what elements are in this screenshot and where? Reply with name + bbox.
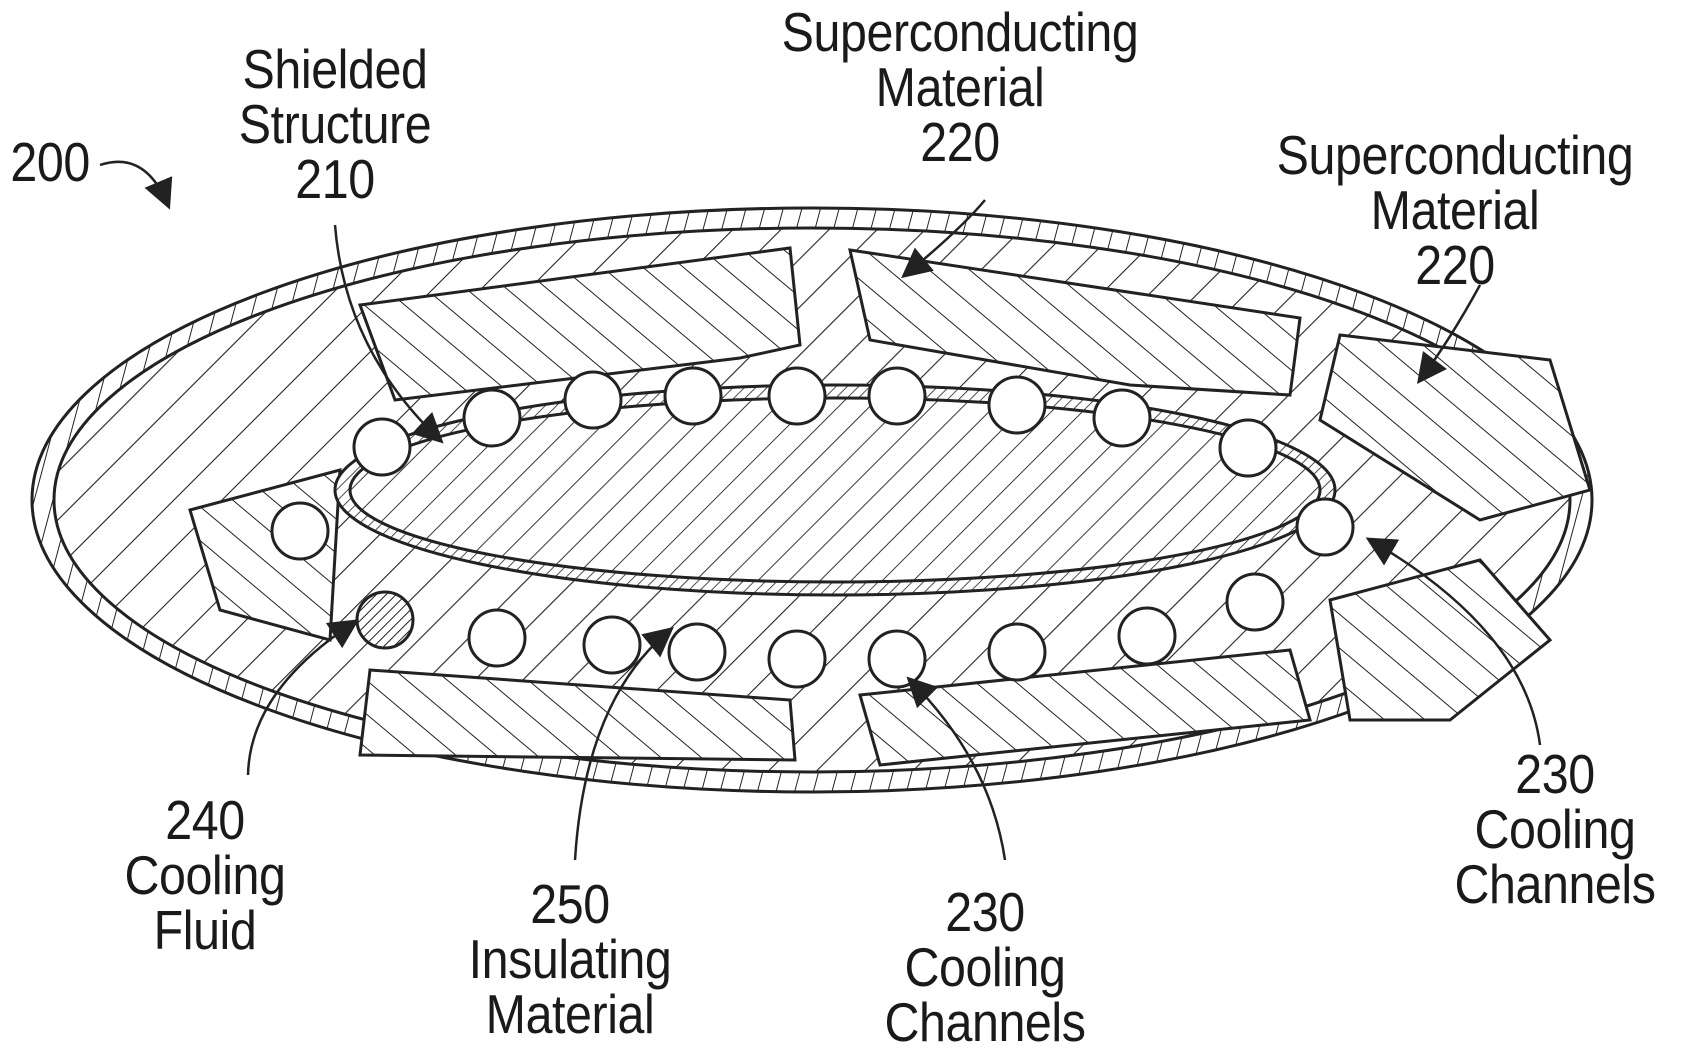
- label-cooling-channels-bottom: 230 Cooling Channels: [879, 885, 1090, 1050]
- label-line: Structure: [229, 97, 440, 152]
- label-line: Superconducting: [1261, 128, 1648, 183]
- label-line: Channels: [1449, 857, 1660, 912]
- label-number: 240: [108, 793, 302, 848]
- label-line: Shielded: [229, 42, 440, 97]
- label-line: Insulating: [464, 932, 675, 987]
- cooling-channel: [584, 617, 640, 673]
- cooling-channel: [1297, 499, 1353, 555]
- cooling-channel: [989, 624, 1045, 680]
- label-line: Material: [1261, 183, 1648, 238]
- cooling-channel: [1094, 390, 1150, 446]
- cooling-channel: [669, 624, 725, 680]
- label-line: Channels: [879, 995, 1090, 1050]
- cooling-channel: [769, 631, 825, 687]
- label-number: 230: [1449, 747, 1660, 802]
- label-cooling-fluid: 240 Cooling Fluid: [108, 793, 302, 958]
- figure-ref-number: 200: [10, 135, 89, 190]
- label-line: Superconducting: [766, 5, 1153, 60]
- label-line: Cooling: [879, 940, 1090, 995]
- label-line: Cooling: [108, 848, 302, 903]
- label-number: 230: [879, 885, 1090, 940]
- cooling-channel: [565, 372, 621, 428]
- cooling-channel: [1220, 420, 1276, 476]
- cooling-channel: [869, 631, 925, 687]
- label-superconducting-top: Superconducting Material 220: [766, 5, 1153, 170]
- cooling-channel: [989, 377, 1045, 433]
- label-number: 250: [464, 877, 675, 932]
- label-line: Material: [766, 60, 1153, 115]
- cooling-channel: [665, 368, 721, 424]
- label-line: Material: [464, 987, 675, 1042]
- cooling-channel: [272, 503, 328, 559]
- leader-200: [100, 162, 168, 205]
- cooling-channel: [769, 368, 825, 424]
- label-number: 210: [229, 152, 440, 207]
- cooling-channel: [1227, 574, 1283, 630]
- label-line: Cooling: [1449, 802, 1660, 857]
- label-shielded-structure: Shielded Structure 210: [229, 42, 440, 207]
- label-number: 220: [766, 115, 1153, 170]
- cooling-channel: [354, 419, 410, 475]
- cooling-channel: [469, 610, 525, 666]
- label-cooling-channels-right: 230 Cooling Channels: [1449, 747, 1660, 912]
- label-number: 220: [1261, 238, 1648, 293]
- cooling-channel: [1119, 608, 1175, 664]
- cooling-channel: [464, 390, 520, 446]
- label-line: Fluid: [108, 903, 302, 958]
- label-superconducting-right: Superconducting Material 220: [1261, 128, 1648, 293]
- figure-ref-label: 200: [10, 135, 89, 190]
- label-insulating-material: 250 Insulating Material: [464, 877, 675, 1042]
- cooling-channel: [869, 368, 925, 424]
- cooling-fluid: [357, 592, 413, 648]
